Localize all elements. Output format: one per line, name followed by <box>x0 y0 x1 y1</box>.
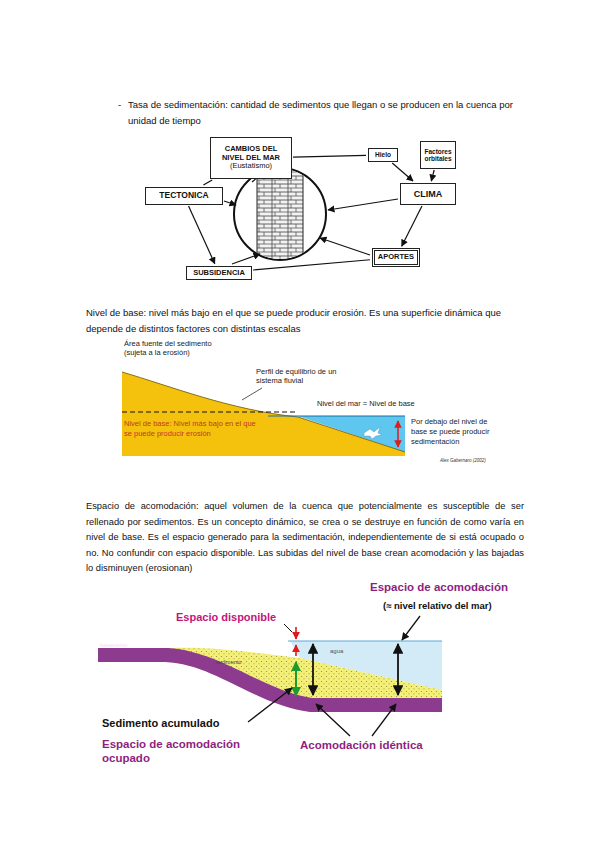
connector <box>189 206 215 264</box>
figure-label: Espacio disponible <box>176 611 296 624</box>
figure-label: Alex Gabernaro (2002) <box>440 458 510 464</box>
figure-label: Nivel del mar = Nivel de base <box>317 399 427 408</box>
factor-box: TECTONICA <box>145 187 223 205</box>
factor-box: SUBSIDENCIA <box>186 266 252 281</box>
figure-label: Área fuente del sedimento (sujeta a la e… <box>124 339 236 357</box>
figure-label: Espacio de acomodación ocupado <box>102 737 252 765</box>
factor-box: CAMBIOS DEL NIVEL DEL MAR(Eustatismo) <box>210 137 292 179</box>
connector <box>431 170 434 181</box>
figure-label: Acomodación idéntica <box>300 738 460 752</box>
box-text: Factores orbitales <box>423 148 453 163</box>
figure-label: Por debajo del nivel de base se puede pr… <box>411 417 495 447</box>
box-text: CAMBIOS DEL NIVEL DEL MAR <box>213 145 289 162</box>
box-text: SUBSIDENCIA <box>193 269 245 278</box>
connector <box>293 155 366 157</box>
figure-label: basamento <box>100 642 150 649</box>
paragraph: Espacio de acomodación: aquel volumen de… <box>86 499 524 577</box>
paragraph: Nivel de base: nivel más bajo en el que … <box>86 305 524 337</box>
figure-label: Sedimento acumulado <box>102 717 272 730</box>
accommodation-figure <box>98 616 442 736</box>
figure-label: sedimento <box>216 659 266 666</box>
box-text: (Eustatismo) <box>230 162 272 171</box>
box-text: TECTONICA <box>159 191 208 201</box>
box-text: Hielo <box>375 151 391 158</box>
figure-label: (≈ nivel relativo del mar) <box>383 600 518 612</box>
connector <box>402 206 422 246</box>
box-text: APORTES <box>378 253 414 262</box>
factor-box: Factores orbitales <box>420 141 456 169</box>
figure-label: agua <box>330 647 360 655</box>
paragraph: Tasa de sedimentación: cantidad de sedim… <box>128 97 540 129</box>
strata-circle <box>234 166 326 262</box>
connector <box>392 163 413 181</box>
factor-box: Hielo <box>368 148 398 162</box>
connector <box>253 260 370 270</box>
figure-label: Espacio de acomodación <box>370 580 520 594</box>
bullet: - <box>118 97 126 113</box>
connector <box>203 180 212 185</box>
figure-label: Nivel de base: Nivel más bajo en el que … <box>124 419 256 439</box>
box-text: CLIMA <box>414 189 443 199</box>
double-box: APORTES <box>372 248 420 267</box>
figure-label: Perfil de equilibrio de un sistema fluvi… <box>256 367 356 385</box>
factor-box: CLIMA <box>400 183 456 205</box>
